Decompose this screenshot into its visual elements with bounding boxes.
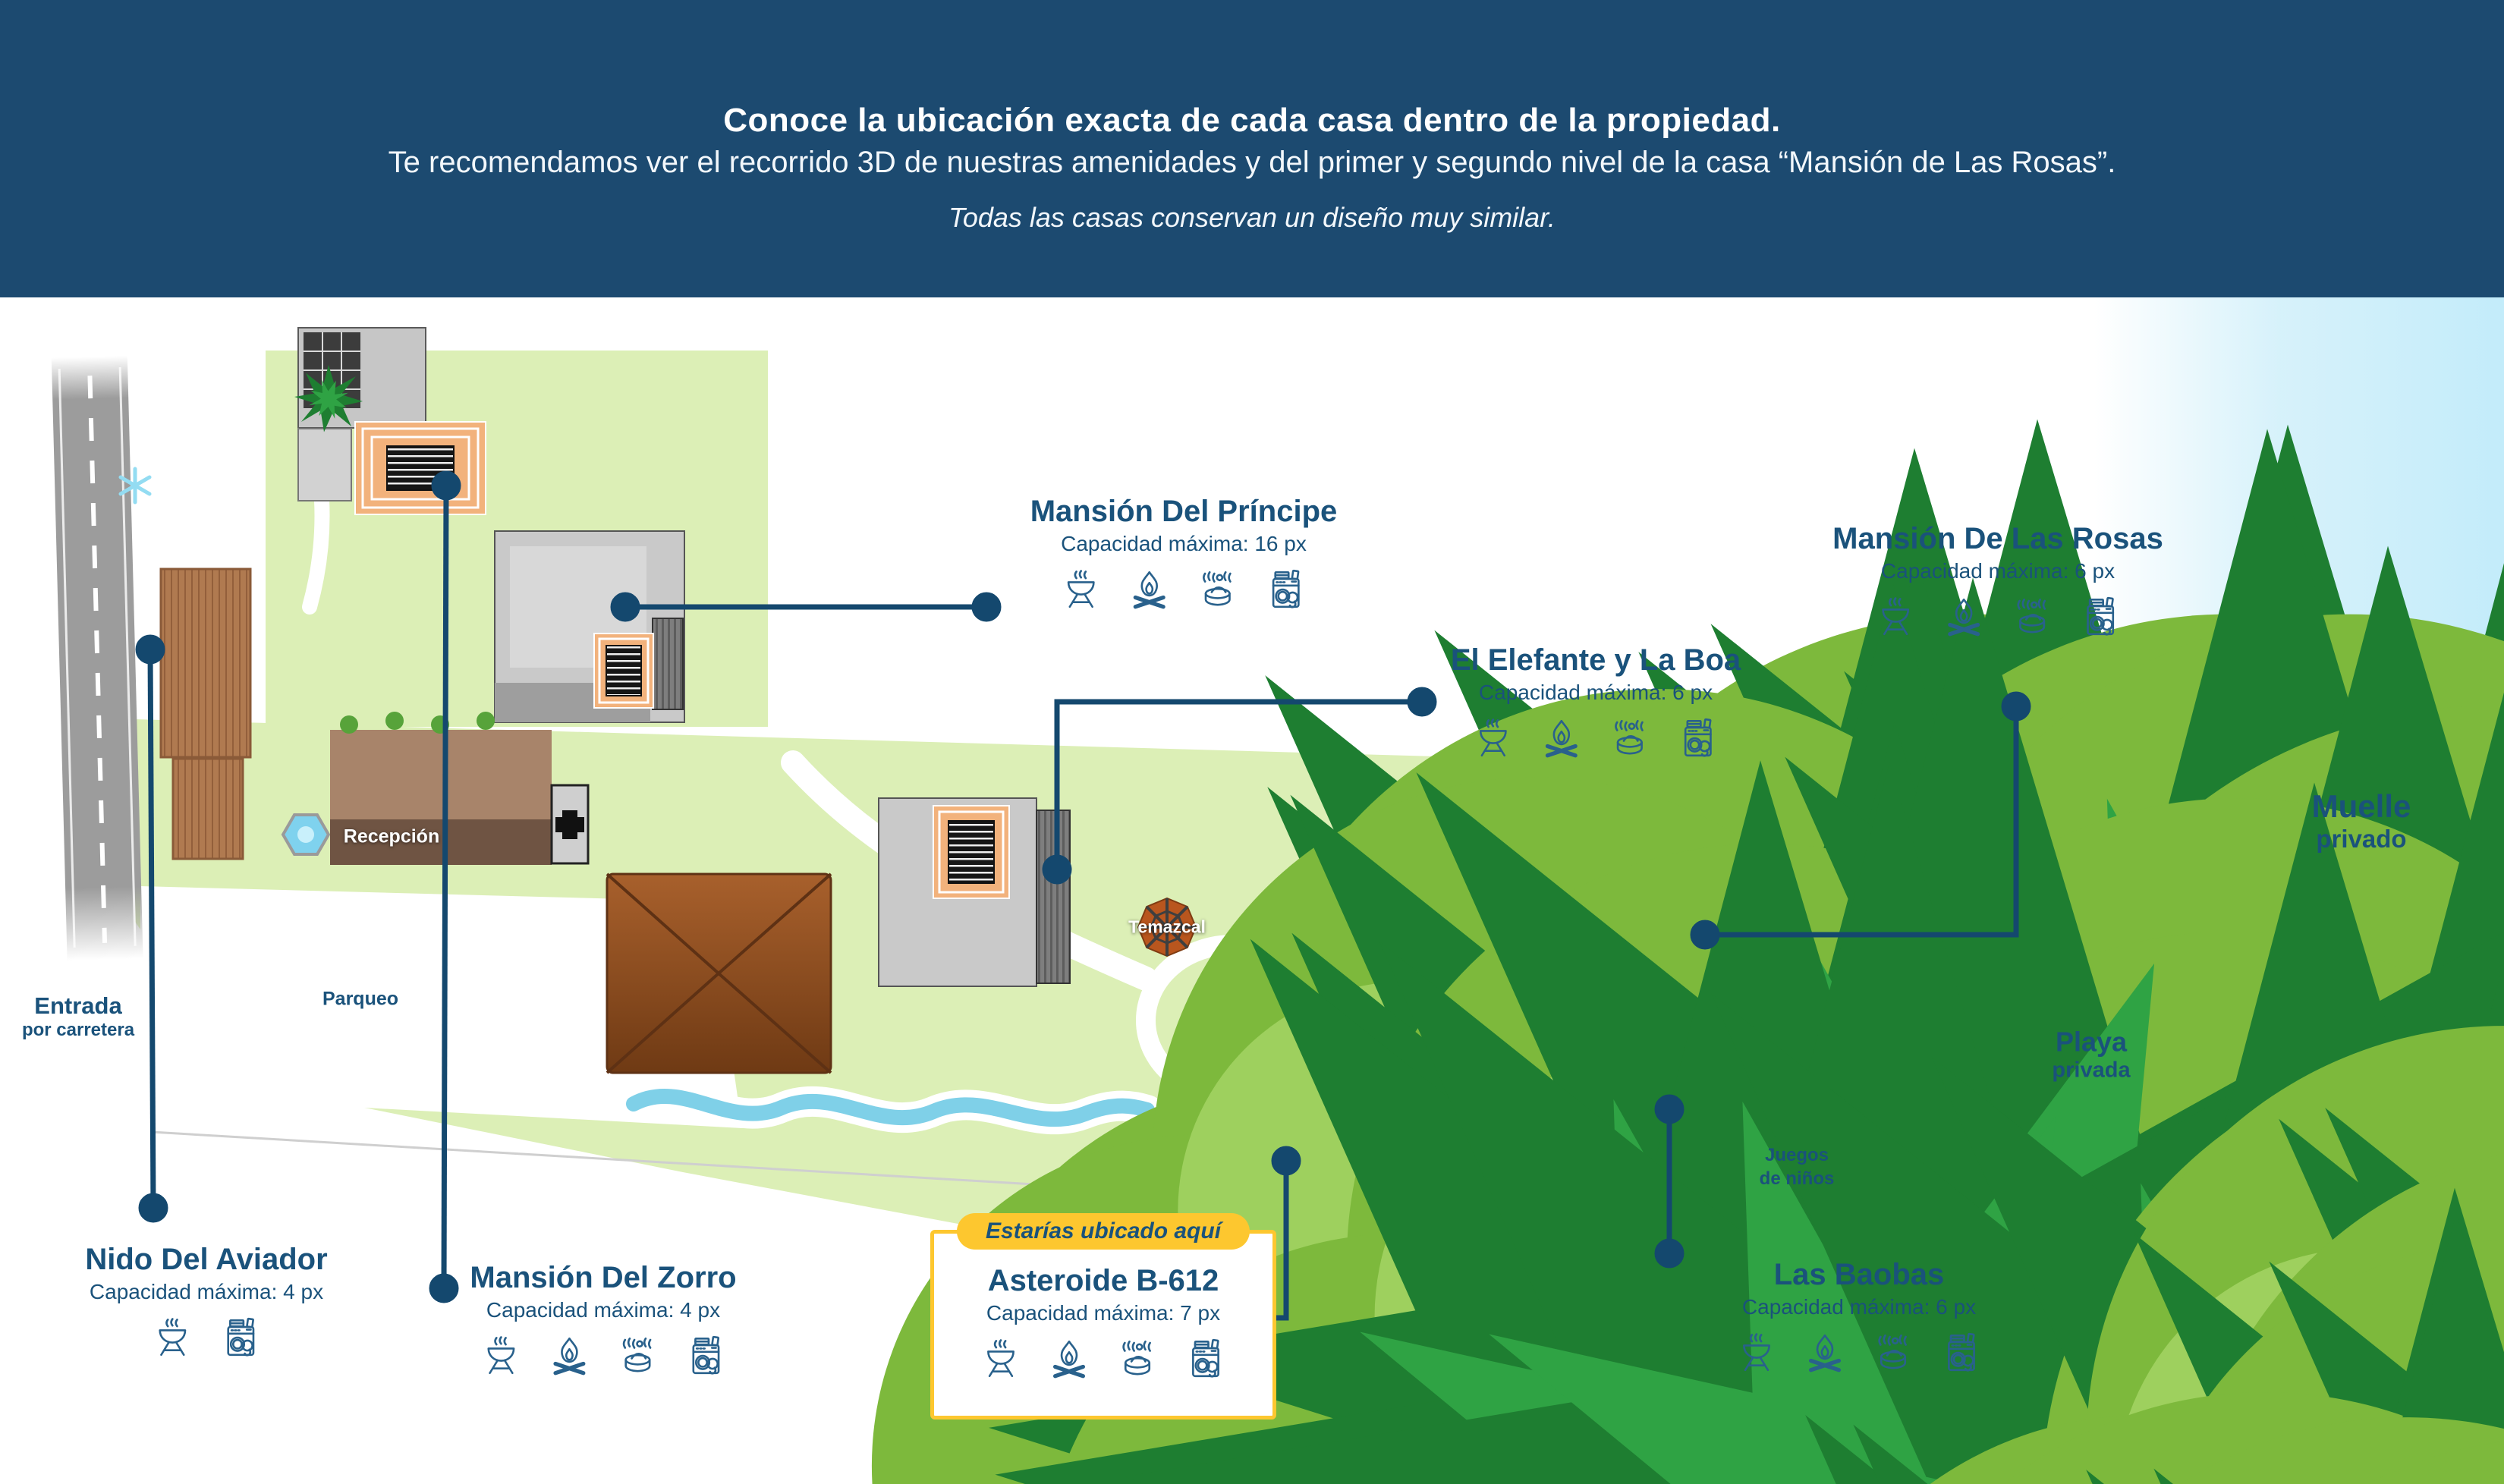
campfire-icon bbox=[1048, 1338, 1090, 1380]
house-label-mansion-del-principe: Mansión Del Príncipe Capacidad máxima: 1… bbox=[1030, 495, 1338, 611]
bbq-grill-icon bbox=[1472, 717, 1515, 759]
house-capacity: Capacidad máxima: 4 px bbox=[89, 1280, 324, 1303]
you-are-here-badge: Estarías ubicado aquí bbox=[956, 1213, 1250, 1250]
parking-label: Parqueo bbox=[322, 988, 399, 1010]
hot-tub-icon bbox=[616, 1335, 659, 1377]
amenity-icons bbox=[1030, 568, 1338, 611]
washing-machine-icon bbox=[219, 1316, 262, 1359]
leader-mansion-del-principe bbox=[610, 592, 1002, 622]
temazcal-label: Temazcal bbox=[1128, 916, 1206, 937]
leader-el-elefante-y-la-boa bbox=[1042, 687, 1437, 885]
header-note: Todas las casas conservan un diseño muy … bbox=[948, 202, 1556, 233]
building-temazcal bbox=[1137, 897, 1197, 957]
house-label-las-baobas: Las Baobas Capacidad máxima: 6 px bbox=[1735, 1258, 1983, 1374]
header-banner: Conoce la ubicación exacta de cada casa … bbox=[0, 0, 2504, 297]
hot-tub-icon bbox=[1197, 568, 1239, 611]
amenity-icons bbox=[934, 1338, 1272, 1380]
house-capacity: Capacidad máxima: 7 px bbox=[986, 1301, 1221, 1325]
house-name: El Elefante y La Boa bbox=[1450, 643, 1741, 677]
stream bbox=[618, 1081, 1162, 1135]
washing-machine-icon bbox=[1677, 717, 1719, 759]
washing-machine-icon bbox=[1265, 568, 1307, 611]
dock-label-line2: privado bbox=[2316, 825, 2407, 853]
washing-machine-icon bbox=[2079, 596, 2122, 638]
amenity-icons bbox=[1451, 717, 1741, 759]
house-capacity: Capacidad máxima: 4 px bbox=[486, 1298, 721, 1322]
hot-tub-icon bbox=[1872, 1332, 1914, 1374]
entrance-label-line2: por carretera bbox=[21, 1020, 135, 1040]
house-capacity: Capacidad máxima: 16 px bbox=[1061, 532, 1307, 555]
house-name: Mansión Del Príncipe bbox=[1030, 495, 1338, 528]
beach-label-line2: privada bbox=[2052, 1058, 2131, 1083]
leader-las-baobas bbox=[1654, 1094, 1685, 1269]
garden-ornament bbox=[118, 467, 152, 505]
building-palapa bbox=[606, 872, 832, 1074]
hot-tub-icon bbox=[1609, 717, 1651, 759]
campfire-icon bbox=[1540, 717, 1583, 759]
house-label-asteroide-b612: Estarías ubicado aquí Asteroide B-612 Ca… bbox=[930, 1213, 1276, 1420]
amenity-icons bbox=[1832, 596, 2163, 638]
house-name: Mansión Del Zorro bbox=[470, 1261, 737, 1294]
dock-label: Muelle privado bbox=[2312, 788, 2411, 854]
bbq-grill-icon bbox=[980, 1338, 1022, 1380]
hot-tub-icon bbox=[1116, 1338, 1159, 1380]
washing-machine-icon bbox=[684, 1335, 727, 1377]
bbq-grill-icon bbox=[1735, 1332, 1778, 1374]
hot-tub-icon bbox=[2011, 596, 2053, 638]
house-capacity: Capacidad máxima: 6 px bbox=[1478, 681, 1713, 704]
amenity-icons bbox=[470, 1335, 736, 1377]
building-mansion-del-zorro bbox=[297, 327, 486, 515]
beach-label: Playa privada bbox=[2052, 1027, 2130, 1083]
building-recepcion bbox=[330, 712, 590, 865]
amenity-icons bbox=[85, 1316, 327, 1359]
header-title: Conoce la ubicación exacta de cada casa … bbox=[723, 102, 1781, 139]
campfire-icon bbox=[1128, 568, 1171, 611]
bbq-grill-icon bbox=[1874, 596, 1917, 638]
house-capacity: Capacidad máxima: 6 px bbox=[1741, 1295, 1977, 1319]
leader-mansion-de-las-rosas bbox=[1690, 691, 2031, 950]
building-el-elefante-y-la-boa bbox=[878, 797, 1071, 987]
header-subtitle: Te recomendamos ver el recorrido 3D de n… bbox=[388, 146, 2116, 179]
playground-label-line2: de niños bbox=[1759, 1168, 1835, 1189]
playground-label-line1: Juegos bbox=[1764, 1145, 1829, 1165]
reception-label: Recepción bbox=[343, 825, 440, 847]
leader-nido-del-aviador bbox=[135, 634, 168, 1223]
entrance-road bbox=[51, 355, 143, 961]
building-nido-del-aviador bbox=[159, 568, 252, 860]
pool bbox=[281, 813, 331, 856]
washing-machine-icon bbox=[1184, 1338, 1227, 1380]
campfire-icon bbox=[1804, 1332, 1846, 1374]
dock-label-line1: Muelle bbox=[2311, 788, 2411, 824]
bbq-grill-icon bbox=[151, 1316, 193, 1359]
playground-label: Juegos de niños bbox=[1760, 1143, 1835, 1190]
washing-machine-icon bbox=[1940, 1332, 1983, 1374]
amenity-icons bbox=[1735, 1332, 1983, 1374]
campfire-icon bbox=[548, 1335, 590, 1377]
entrance-label: Entrada por carretera bbox=[22, 992, 134, 1041]
house-name: Las Baobas bbox=[1773, 1258, 1945, 1291]
house-name: Mansión De Las Rosas bbox=[1832, 522, 2163, 555]
house-label-mansion-del-zorro: Mansión Del Zorro Capacidad máxima: 4 px bbox=[470, 1261, 737, 1377]
house-name: Asteroide B-612 bbox=[987, 1264, 1219, 1297]
beach-label-line1: Playa bbox=[2055, 1026, 2128, 1058]
leader-asteroide-b612 bbox=[1271, 1146, 1301, 1321]
entrance-label-line1: Entrada bbox=[34, 992, 122, 1019]
house-label-mansion-de-las-rosas: Mansión De Las Rosas Capacidad máxima: 6… bbox=[1832, 522, 2163, 638]
house-capacity: Capacidad máxima: 6 px bbox=[1880, 559, 2116, 583]
house-name: Nido Del Aviador bbox=[85, 1243, 328, 1276]
bbq-grill-icon bbox=[480, 1335, 522, 1377]
bbq-grill-icon bbox=[1060, 568, 1103, 611]
leader-mansion-del-zorro bbox=[429, 470, 461, 1303]
campfire-icon bbox=[1942, 596, 1985, 638]
building-mansion-del-principe bbox=[494, 530, 685, 723]
house-label-nido-del-aviador: Nido Del Aviador Capacidad máxima: 4 px bbox=[85, 1243, 328, 1359]
house-label-el-elefante-y-la-boa: El Elefante y La Boa Capacidad máxima: 6… bbox=[1451, 643, 1741, 759]
